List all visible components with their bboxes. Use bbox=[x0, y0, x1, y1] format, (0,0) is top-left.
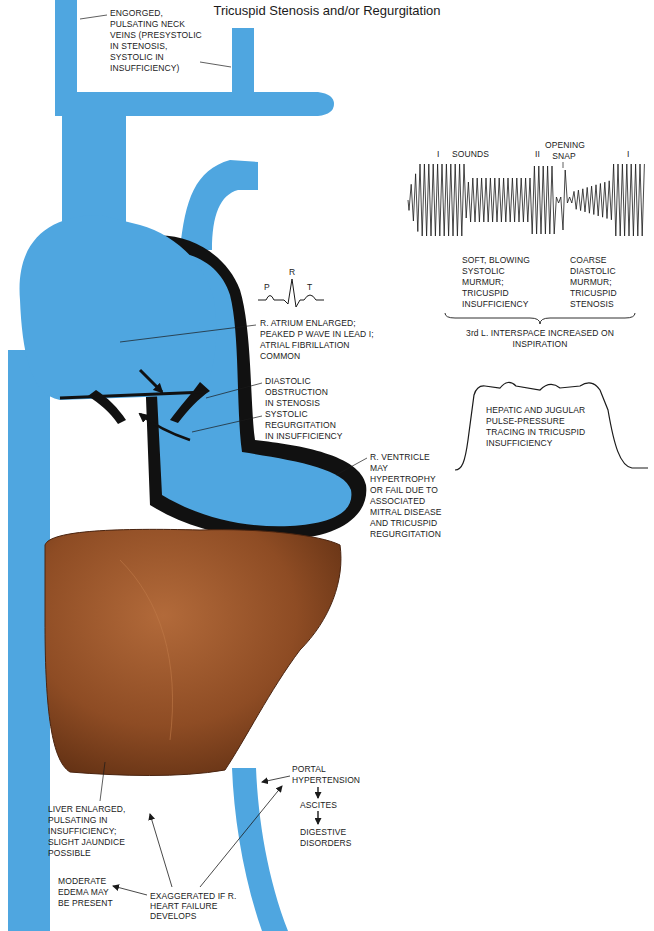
annotation-label: DIASTOLIC OBSTRUCTION IN STENOSIS bbox=[265, 376, 335, 409]
annotation-label: R. VENTRICLE MAY HYPERTROPHY OR FAIL DUE… bbox=[370, 452, 444, 540]
annotation-label: T bbox=[307, 282, 312, 293]
liver-highlight bbox=[120, 560, 173, 740]
chain-arrow bbox=[317, 811, 318, 824]
pointer-arrow bbox=[113, 886, 147, 895]
annotation-label: SYSTOLIC REGURGITATION IN INSUFFICIENCY bbox=[265, 409, 345, 442]
annotation-label: ENGORGED, PULSATING NECK VEINS (PRESYSTO… bbox=[110, 8, 208, 74]
liver bbox=[45, 529, 341, 775]
annotation-label: COARSE DIASTOLIC MURMUR; TRICUSPID STENO… bbox=[570, 255, 638, 310]
leader-line bbox=[336, 458, 367, 475]
pulmonary-trunk bbox=[180, 160, 258, 250]
portal-vein bbox=[232, 768, 288, 931]
annotation-label: P bbox=[264, 282, 270, 293]
leader-line bbox=[80, 15, 107, 19]
chain-arrow bbox=[317, 787, 318, 798]
ecg-trace bbox=[258, 279, 324, 307]
annotation-label: II bbox=[535, 149, 540, 160]
annotation-label: PORTAL HYPERTENSION bbox=[292, 764, 372, 786]
annotation-label: MODERATE EDEMA MAY BE PRESENT bbox=[58, 876, 113, 909]
regurgitation-arrow bbox=[140, 414, 190, 440]
valve-ring bbox=[60, 392, 206, 398]
annotation-label: R. ATRIUM ENLARGED; PEAKED P WAVE IN LEA… bbox=[260, 318, 378, 362]
brace bbox=[445, 313, 635, 324]
annotation-label: ASCITES bbox=[300, 800, 337, 811]
right-atrium bbox=[20, 215, 217, 400]
diagram-title: Tricuspid Stenosis and/or Regurgitation bbox=[0, 3, 654, 18]
annotation-label: SOUNDS bbox=[452, 149, 489, 160]
annotation-label: 3rd L. INTERSPACE INCREASED ON INSPIRATI… bbox=[455, 328, 625, 350]
annotation-label: OPENING SNAP bbox=[545, 140, 583, 162]
leader-line bbox=[120, 325, 256, 342]
tick bbox=[563, 162, 564, 168]
annotation-label: I bbox=[627, 149, 629, 160]
annotation-label: EXAGGERATED IF R. HEART FAILURE DEVELOPS bbox=[150, 891, 250, 921]
annotation-label: R bbox=[289, 267, 295, 278]
pulse-tracing bbox=[455, 382, 648, 470]
leader-line bbox=[200, 62, 231, 67]
leader-line bbox=[100, 762, 105, 801]
pointer-arrow bbox=[262, 776, 290, 782]
leader-line bbox=[192, 416, 262, 432]
inferior-vena-cava bbox=[8, 350, 50, 931]
pointer-arrow bbox=[150, 814, 172, 887]
annotation-label: DIGESTIVE DISORDERS bbox=[300, 827, 370, 849]
pointer-arrow bbox=[200, 786, 282, 887]
leader-line bbox=[206, 383, 262, 398]
annotation-label: SOFT, BLOWING SYSTOLIC MURMUR; TRICUSPID… bbox=[462, 255, 544, 310]
annotation-label: LIVER ENLARGED, PULSATING IN INSUFFICIEN… bbox=[48, 804, 134, 859]
flow-arrow bbox=[140, 370, 162, 392]
annotation-label: HEPATIC AND JUGULAR PULSE-PRESSURE TRACI… bbox=[486, 405, 594, 449]
phonocardiogram bbox=[408, 164, 644, 236]
annotation-label: I bbox=[437, 149, 439, 160]
valve-leaflet bbox=[170, 382, 210, 423]
